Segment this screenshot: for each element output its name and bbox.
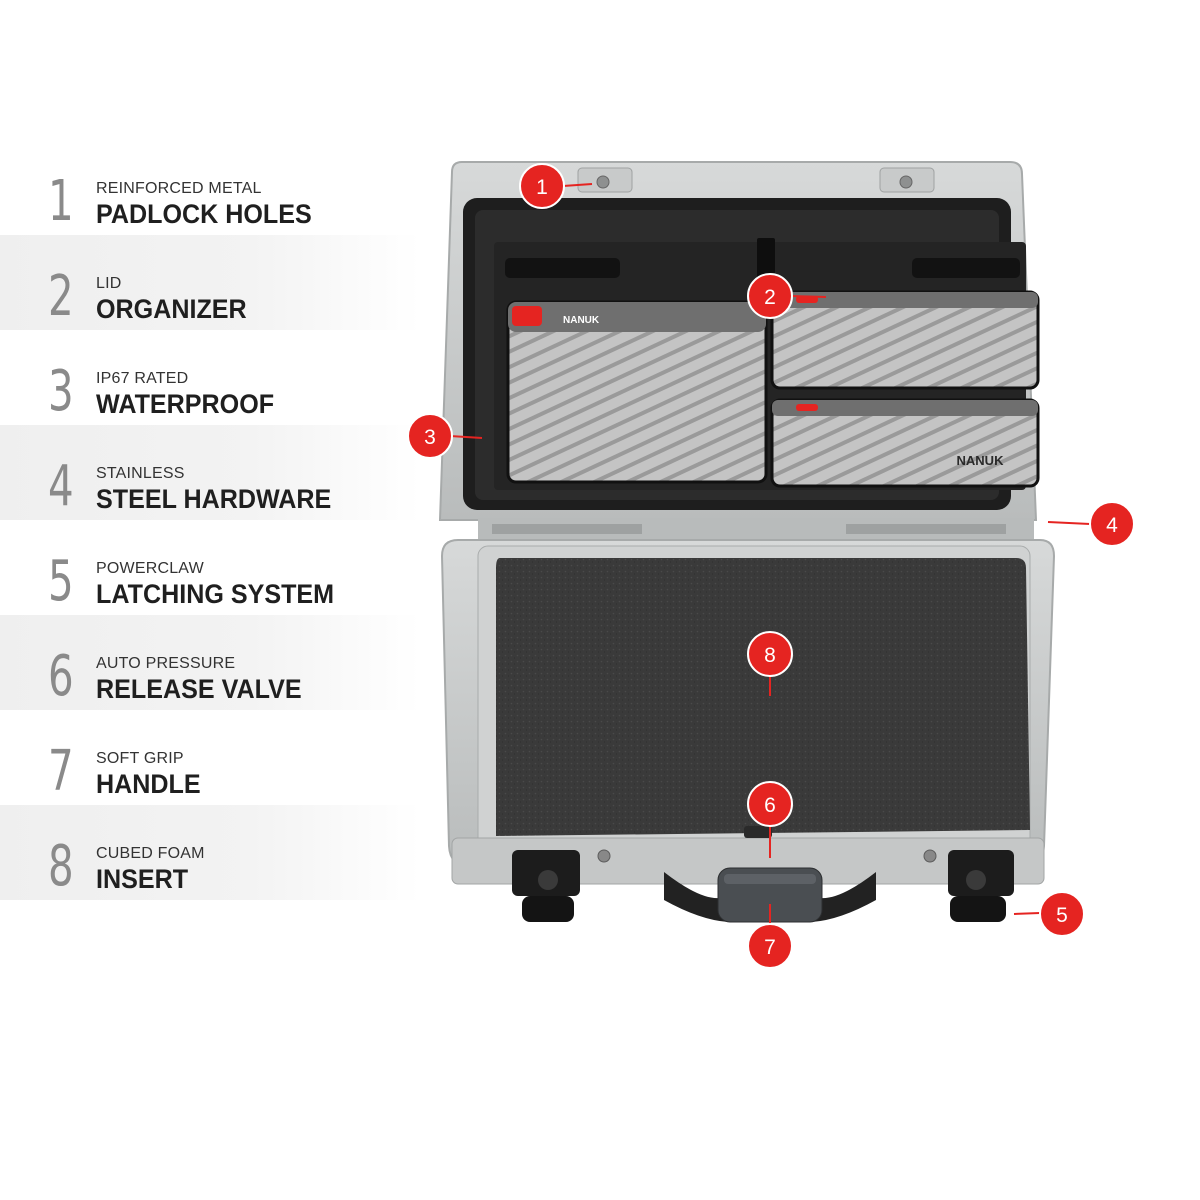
nanuk-logo: NANUK	[957, 453, 1005, 468]
feature-number: 5	[48, 549, 74, 614]
callout-7: 7	[747, 923, 793, 969]
case-base	[440, 539, 1056, 923]
callouts: 1 2 3 4 5 6 7 8	[407, 163, 1135, 969]
feature-subtitle: IP67 RATED	[96, 370, 189, 387]
feature-item-steel-hardware: 4 STAINLESS STEEL HARDWARE	[0, 425, 420, 520]
latch-left	[512, 850, 580, 922]
feature-item-lid-organizer: 2 LID ORGANIZER	[0, 235, 420, 330]
svg-text:2: 2	[764, 286, 776, 309]
svg-text:5: 5	[1056, 904, 1068, 927]
svg-text:8: 8	[764, 644, 776, 667]
feature-title: STEEL HARDWARE	[96, 484, 332, 514]
callout-1: 1	[519, 163, 565, 209]
feature-number: 3	[48, 359, 74, 424]
feature-number: 6	[48, 644, 74, 709]
feature-subtitle: SOFT GRIP	[96, 750, 184, 767]
cubed-foam-insert	[496, 558, 1030, 836]
case-lid: NANUK NANUK	[438, 161, 1040, 521]
feature-title: RELEASE VALVE	[96, 674, 302, 704]
feature-subtitle: STAINLESS	[96, 465, 185, 482]
callout-6: 6	[747, 781, 793, 827]
feature-subtitle: REINFORCED METAL	[96, 180, 262, 197]
feature-item-handle: 7 SOFT GRIP HANDLE	[0, 710, 420, 805]
pressure-valve	[744, 826, 772, 838]
feature-list: 1 REINFORCED METAL PADLOCK HOLES 2 LID O…	[0, 140, 420, 900]
case-handle	[664, 872, 876, 922]
feature-item-waterproof: 3 IP67 RATED WATERPROOF	[0, 330, 420, 425]
svg-text:7: 7	[764, 936, 776, 959]
callout-5: 5	[1039, 891, 1085, 937]
feature-item-padlock-holes: 1 REINFORCED METAL PADLOCK HOLES	[0, 140, 420, 235]
pouch-brand-tag: NANUK	[563, 315, 600, 326]
feature-number: 7	[48, 739, 74, 804]
padlock-hole-left	[596, 175, 610, 189]
feature-subtitle: LID	[96, 275, 122, 292]
feature-number: 2	[48, 264, 74, 329]
feature-title: LATCHING SYSTEM	[96, 579, 335, 609]
feature-item-latching-system: 5 POWERCLAW LATCHING SYSTEM	[0, 520, 420, 615]
feature-title: ORGANIZER	[96, 294, 247, 324]
svg-text:1: 1	[536, 176, 548, 199]
hinge-hardware	[478, 518, 1034, 540]
feature-title: WATERPROOF	[96, 389, 275, 419]
feature-title: PADLOCK HOLES	[96, 199, 312, 229]
feature-number: 4	[48, 454, 74, 519]
svg-text:3: 3	[424, 426, 436, 449]
feature-number: 1	[48, 169, 74, 234]
feature-title: HANDLE	[96, 769, 201, 799]
callout-4: 4	[1089, 501, 1135, 547]
feature-subtitle: AUTO PRESSURE	[96, 655, 236, 672]
callout-3: 3	[407, 413, 453, 459]
svg-text:4: 4	[1106, 514, 1118, 537]
lid-organizer: NANUK NANUK	[494, 238, 1040, 490]
feature-subtitle: POWERCLAW	[96, 560, 204, 577]
latch-right	[948, 850, 1014, 922]
feature-title: INSERT	[96, 864, 189, 894]
feature-item-release-valve: 6 AUTO PRESSURE RELEASE VALVE	[0, 615, 420, 710]
callout-8: 8	[747, 631, 793, 677]
callout-2: 2	[747, 273, 793, 319]
feature-subtitle: CUBED FOAM	[96, 845, 205, 862]
svg-text:6: 6	[764, 794, 776, 817]
padlock-hole-right	[899, 175, 913, 189]
feature-number: 8	[48, 834, 74, 899]
feature-item-foam-insert: 8 CUBED FOAM INSERT	[0, 805, 420, 900]
